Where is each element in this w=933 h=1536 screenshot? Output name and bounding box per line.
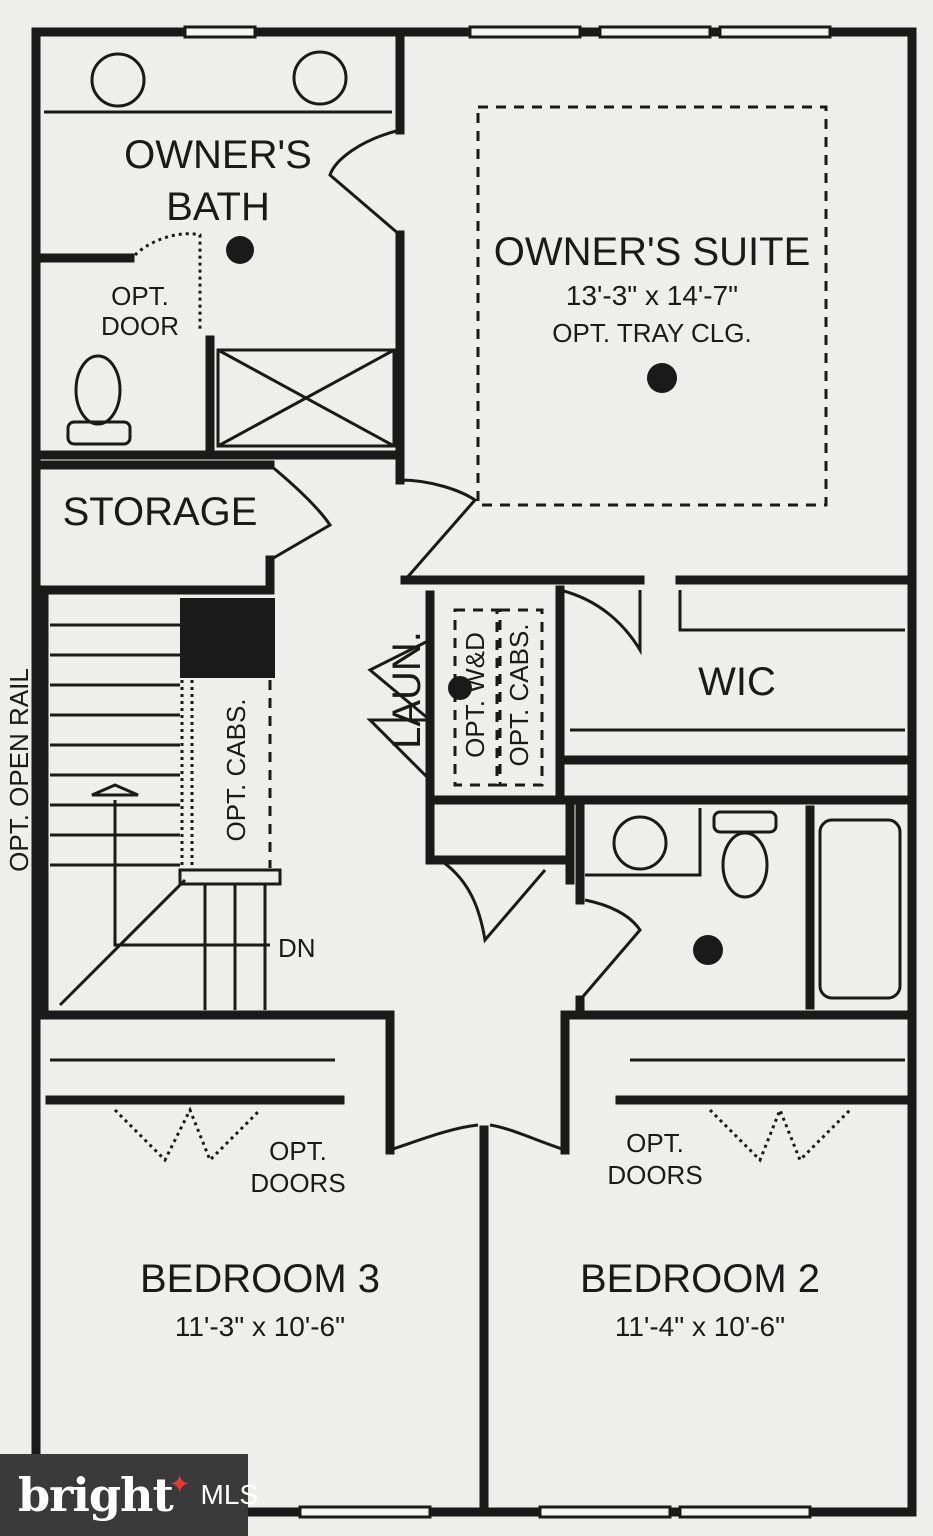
laundry-label: LAUN. [385, 631, 429, 749]
owners-bath-label-2: BATH [166, 185, 270, 229]
closet-shelves [50, 590, 905, 1062]
opt-bifold-doors [113, 1105, 852, 1163]
bath-fixtures [66, 50, 902, 1000]
bedroom3-opt-doors-1: OPT. [269, 1136, 327, 1166]
laundry-opt-cabs: OPT. CABS. [504, 623, 534, 766]
spark-icon: ✦ [168, 1468, 191, 1499]
opt-open-rail-label: OPT. OPEN RAIL [4, 668, 34, 872]
ceiling-fixture-marks [226, 236, 723, 965]
bedroom3-label: BEDROOM 3 [140, 1257, 380, 1301]
windows [183, 25, 832, 1519]
bedroom2-size: 11'-4" x 10'-6" [615, 1311, 785, 1342]
tray-ceiling-outline [476, 105, 828, 507]
owners-suite-size: 13'-3" x 14'-7" [566, 280, 738, 311]
door-swings [133, 128, 642, 1152]
opt-cabs-label: OPT. CABS. [221, 698, 251, 841]
laundry-opt-wd: OPT. W&D [460, 632, 490, 758]
bedroom3-size: 11'-3" x 10'-6" [175, 1311, 345, 1342]
opt-door-label-1: OPT. [111, 281, 169, 311]
owners-suite-label: OWNER'S SUITE [494, 230, 811, 274]
bedroom3-opt-doors-2: DOORS [250, 1168, 345, 1198]
bedroom2-opt-doors-1: OPT. [626, 1128, 684, 1158]
opt-door-label-2: DOOR [101, 311, 179, 341]
interior-walls [39, 35, 913, 1513]
stairs-down-label: DN [278, 933, 316, 963]
watermark-suffix: MLS [200, 1479, 259, 1510]
storage-label: STORAGE [63, 490, 258, 534]
stairs [50, 598, 282, 1010]
watermark-brand: bright [18, 1468, 174, 1522]
bedroom2-opt-doors-2: DOORS [607, 1160, 702, 1190]
wic-label: WIC [698, 660, 776, 704]
bright-mls-watermark: bright ✦ MLS [0, 1454, 258, 1536]
bedroom2-label: BEDROOM 2 [580, 1257, 820, 1301]
owners-suite-note: OPT. TRAY CLG. [552, 318, 751, 348]
owners-bath-label-1: OWNER'S [124, 133, 312, 177]
